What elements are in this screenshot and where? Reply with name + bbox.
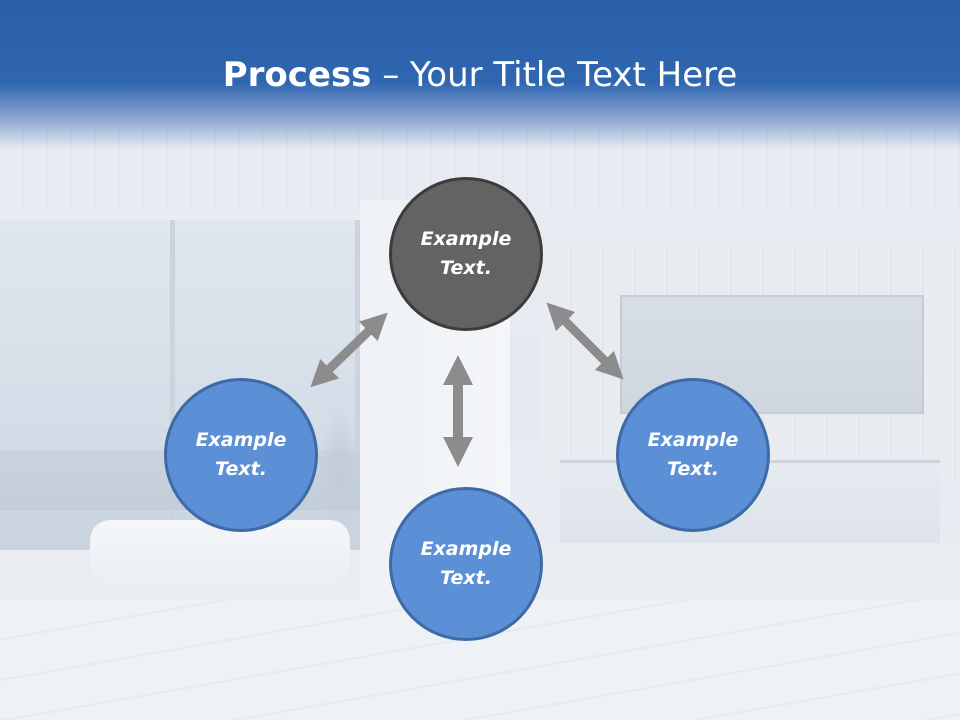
process-node-right[interactable]: Example Text. — [616, 378, 770, 532]
title-bold: Process — [222, 55, 372, 95]
process-node-bottom-label: Example Text. — [420, 538, 512, 589]
slide-title: Process – Your Title Text Here — [0, 52, 960, 98]
process-node-right-label: Example Text. — [647, 429, 739, 480]
arrow-top-right — [546, 302, 624, 380]
process-node-left[interactable]: Example Text. — [164, 378, 318, 532]
process-node-top-label: Example Text. — [420, 228, 512, 279]
process-node-bottom[interactable]: Example Text. — [389, 487, 543, 641]
title-banner: Process – Your Title Text Here — [0, 0, 960, 150]
arrow-left-top — [310, 312, 388, 388]
title-rest: – Your Title Text Here — [371, 55, 738, 95]
process-node-top[interactable]: Example Text. — [389, 177, 543, 331]
process-node-left-label: Example Text. — [195, 429, 287, 480]
